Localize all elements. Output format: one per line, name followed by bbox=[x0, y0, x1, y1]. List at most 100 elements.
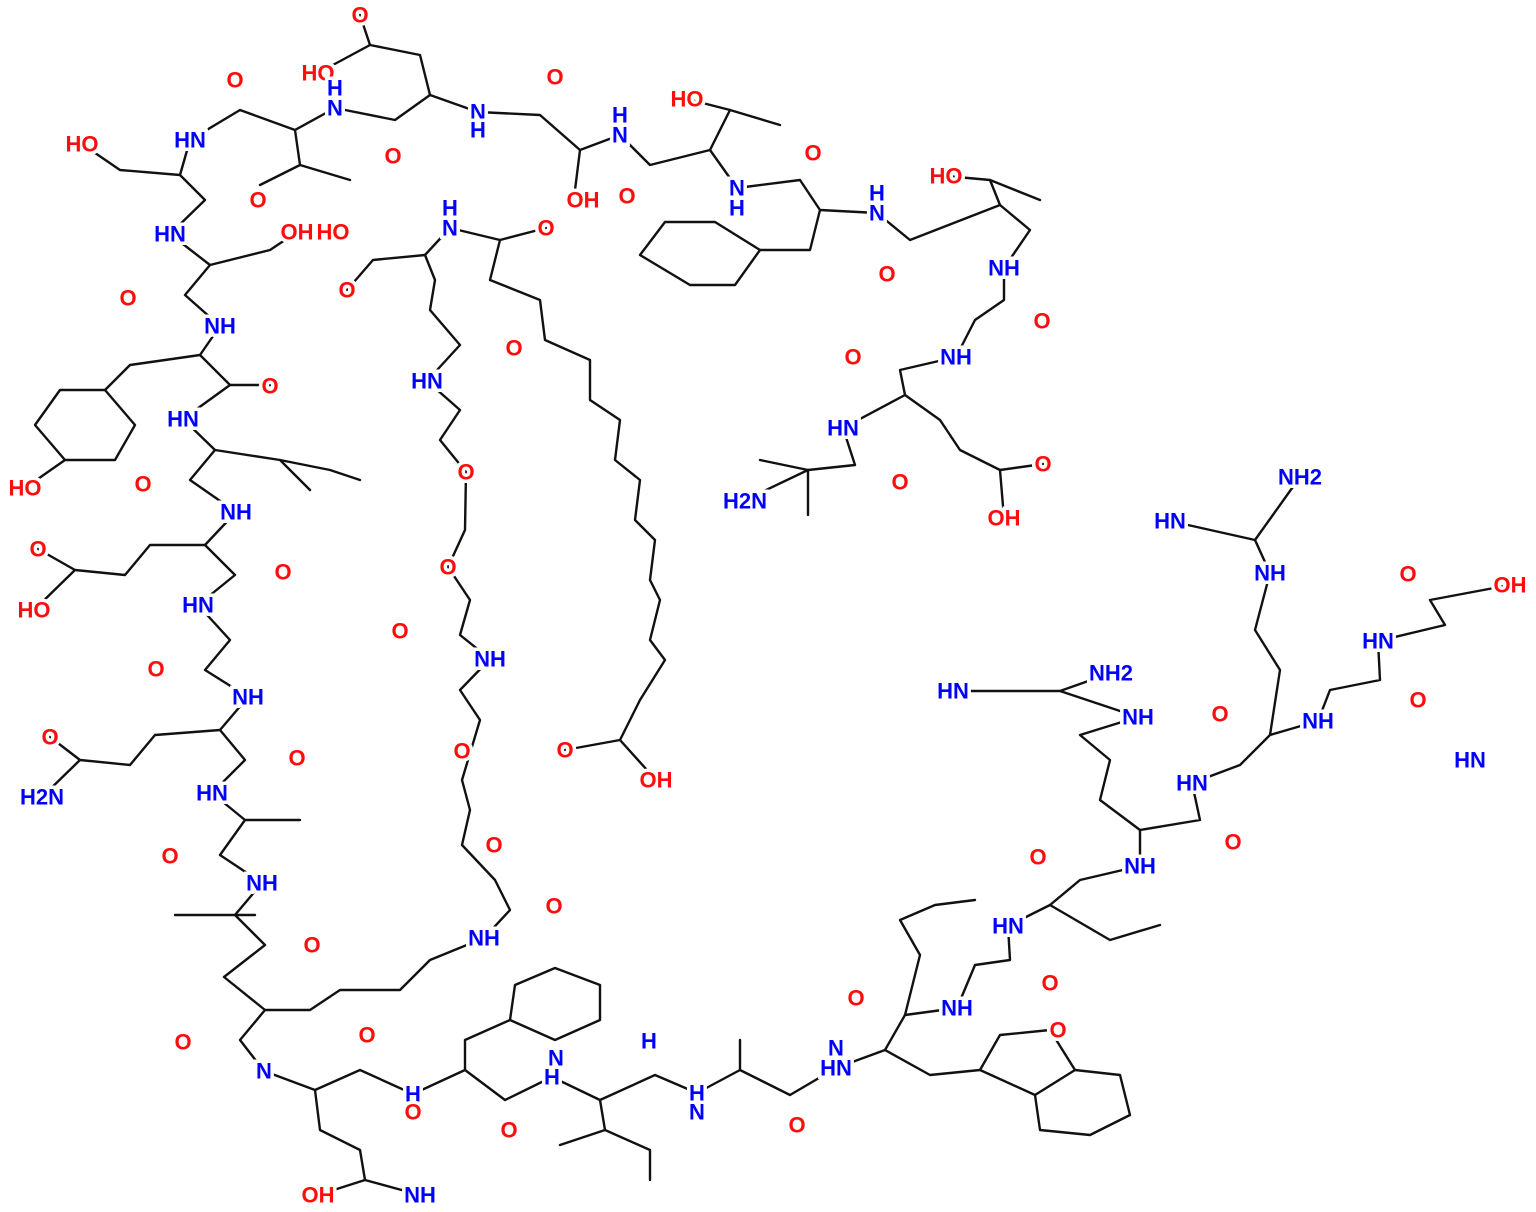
oxygen-atom-label: OH bbox=[640, 768, 673, 793]
tyr-hydroxyl bbox=[23, 458, 67, 490]
oxygen-atom-label: O bbox=[556, 738, 573, 763]
oxygen-atom-label: O bbox=[505, 336, 522, 361]
nitrogen-atom-label: H bbox=[612, 103, 628, 128]
nitrogen-atom-label: NH bbox=[1302, 709, 1334, 734]
oxygen-atom-label: O bbox=[358, 1023, 375, 1048]
nitrogen-atom-label: NH bbox=[246, 871, 278, 896]
oxygen-atom-label: OH bbox=[281, 220, 314, 245]
asp-side-chain bbox=[358, 13, 432, 97]
oxygen-atom-label: O bbox=[457, 460, 474, 485]
acid-bond bbox=[618, 738, 658, 782]
val-side-chain-top bbox=[258, 128, 302, 187]
nitrogen-atom-label: N bbox=[256, 1059, 272, 1084]
peptide-backbone bbox=[168, 93, 1512, 1102]
oxygen-atom-label: HO bbox=[302, 61, 335, 86]
nitrogen-atom-label: NH bbox=[1122, 705, 1154, 730]
oxygen-atom-label: OH bbox=[567, 188, 600, 213]
nitrogen-atom-label: HN bbox=[1176, 771, 1208, 796]
oxygen-atom-label: OH bbox=[1494, 573, 1527, 598]
arg-side-chain-1 bbox=[1253, 475, 1302, 737]
ser-side-chain bbox=[208, 230, 299, 267]
oxygen-atom-label: O bbox=[303, 933, 320, 958]
oxygen-atom-label: HO bbox=[317, 220, 350, 245]
oxygen-atom-label: O bbox=[261, 374, 278, 399]
oxygen-atom-label: O bbox=[161, 844, 178, 869]
glu-side-chain-left bbox=[36, 543, 207, 577]
oxygen-atom-label: O bbox=[500, 1118, 517, 1143]
ser-side-chain-top bbox=[80, 142, 182, 177]
asp-acid-bond bbox=[316, 43, 372, 75]
val-methyl-top bbox=[298, 163, 352, 182]
nitrogen-atom-label: NH bbox=[220, 500, 252, 525]
nitrogen-atom-label: N bbox=[729, 176, 745, 201]
oxygen-atom-label: OH bbox=[988, 506, 1021, 531]
trp-side-chain bbox=[883, 1048, 982, 1077]
nitrogen-atom-label: N bbox=[828, 1036, 844, 1061]
leu-side-chain-left bbox=[213, 448, 312, 492]
glu-acid-bond-top bbox=[998, 468, 1006, 520]
nitrogen-atom-label: N bbox=[442, 216, 458, 241]
indole-benzene-ring bbox=[1033, 1068, 1132, 1137]
glu-acid-bond bbox=[363, 1178, 422, 1197]
nitrogen-atom-label: NH bbox=[1124, 854, 1156, 879]
nitrogen-atom-label: HN bbox=[196, 781, 228, 806]
oxygen-atom-label: O bbox=[147, 657, 164, 682]
glu-side-chain-top bbox=[903, 393, 1045, 472]
oxygen-atom-label: O bbox=[404, 1100, 421, 1125]
oxygen-atom-label: HO bbox=[930, 164, 963, 189]
ile-methyl bbox=[558, 1128, 607, 1147]
oxygen-atom-label: O bbox=[1029, 845, 1046, 870]
oxygen-atom-label: O bbox=[288, 746, 305, 771]
benzene-ring-bottom bbox=[508, 966, 602, 1042]
thr-methyl bbox=[728, 108, 782, 127]
oxygen-atom-label: O bbox=[618, 184, 635, 209]
oxygen-atom-label: O bbox=[134, 472, 151, 497]
nitrogen-atom-label: HN bbox=[992, 914, 1024, 939]
nitrogen-atom-label: H bbox=[869, 181, 885, 206]
phe-side-chain-top bbox=[758, 208, 822, 252]
nitrogen-atom-label: H bbox=[641, 1029, 657, 1054]
nitrogen-atom-label: HN bbox=[1154, 509, 1186, 534]
indole-pyrrole-ring bbox=[978, 1028, 1077, 1097]
nitrogen-atom-label: H bbox=[470, 118, 486, 143]
nitrogen-atom-label: N bbox=[869, 201, 885, 226]
nitrogen-atom-label: HN bbox=[174, 128, 206, 153]
oxygen-atom-label: O bbox=[485, 833, 502, 858]
nitrogen-atom-label: NH bbox=[988, 256, 1020, 281]
oxygen-atom-label: O bbox=[274, 560, 291, 585]
benzene-ring-top bbox=[638, 220, 762, 287]
oxygen-atom-label: O bbox=[1211, 702, 1228, 727]
thr-methyl-2 bbox=[988, 178, 1042, 202]
oxygen-atom-label: O bbox=[41, 725, 58, 750]
nitrogen-atom-label: NH2 bbox=[1278, 465, 1322, 490]
oxygen-atom-label: O bbox=[1399, 562, 1416, 587]
oxygen-atom-label: O bbox=[1041, 971, 1058, 996]
oxygen-atom-label: HO bbox=[18, 598, 51, 623]
oxygen-atom-label: O bbox=[891, 470, 908, 495]
nitrogen-atom-label: HN bbox=[1362, 629, 1394, 654]
nitrogen-atom-label: NH2 bbox=[1089, 661, 1133, 686]
oxygen-atom-label: O bbox=[1224, 830, 1241, 855]
val-side-chain bbox=[1048, 903, 1162, 942]
oxygen-atom-label: O bbox=[384, 144, 401, 169]
aib-methyl-1 bbox=[758, 458, 810, 472]
leu-branch-left bbox=[278, 458, 362, 482]
fatty-acid-chain bbox=[423, 226, 548, 257]
nitrogen-atom-label: NH bbox=[232, 685, 264, 710]
oxygen-atom-label: O bbox=[804, 141, 821, 166]
nitrogen-atom-label: H bbox=[327, 76, 343, 101]
nitrogen-atom-label: N bbox=[470, 100, 486, 125]
nitrogen-atom-label: HN bbox=[182, 593, 214, 618]
oxygen-atom-label: O bbox=[1033, 309, 1050, 334]
oxygen-atom-label: O bbox=[788, 1113, 805, 1138]
oxygen-atom-label: O bbox=[847, 986, 864, 1011]
nitrogen-atom-label: NH bbox=[1254, 561, 1286, 586]
nitrogen-atom-label: HN bbox=[411, 369, 443, 394]
nitrogen-atom-label: H bbox=[729, 196, 745, 221]
nitrogen-atom-label: H bbox=[544, 1065, 560, 1090]
tyrosine-ring bbox=[33, 388, 137, 462]
oxygen-atom-label: O bbox=[545, 894, 562, 919]
ser-side-chain-top2 bbox=[573, 148, 585, 202]
phe-side-chain bbox=[463, 1018, 512, 1072]
